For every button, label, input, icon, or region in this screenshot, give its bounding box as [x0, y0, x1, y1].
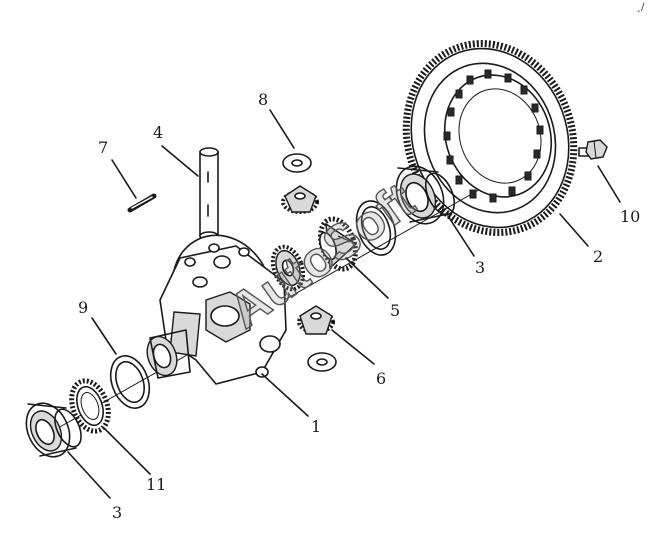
leader-2 [559, 213, 589, 247]
leader-4 [161, 145, 199, 177]
drive-gear [69, 378, 111, 434]
callout-3-left: 3 [112, 503, 122, 522]
pinion-gear-bottom [297, 305, 335, 335]
ring-gear-bolt [578, 139, 608, 160]
callout-11: 11 [146, 475, 166, 494]
side-gear [318, 216, 358, 272]
leader-11 [103, 427, 151, 475]
callout-5: 5 [390, 301, 400, 320]
differential-case [146, 234, 287, 385]
thrust-washer-left [109, 355, 151, 409]
leader-3-left [67, 451, 111, 499]
bearing-left [25, 402, 82, 458]
ring-gear [402, 40, 578, 236]
leader-8 [269, 109, 295, 149]
callout-7: 7 [98, 138, 108, 157]
leader-1 [261, 373, 309, 417]
callout-9: 9 [78, 298, 88, 317]
leader-3-right [447, 215, 475, 257]
callout-10: 10 [620, 207, 640, 226]
lock-pin [127, 193, 157, 213]
thrust-washer-right [355, 200, 397, 256]
pinion-shaft [199, 147, 219, 241]
callout-6: 6 [376, 369, 386, 388]
callout-1: 1 [311, 417, 321, 436]
callout-4: 4 [153, 123, 163, 142]
leader-10 [597, 165, 621, 203]
corner-mark: ¸∕ [636, 2, 645, 13]
callout-3-right: 3 [475, 258, 485, 277]
side-gear-left [270, 244, 306, 292]
leader-5 [345, 257, 389, 299]
pinion-gear-top [281, 185, 319, 214]
callout-labels: 1 2 3 3 4 5 6 7 8 9 10 11 [78, 90, 640, 522]
leader-6 [331, 329, 375, 365]
leader-9 [91, 317, 117, 355]
leader-7 [111, 159, 137, 199]
leader-lines [67, 109, 621, 499]
pinion-washer-top [282, 153, 312, 173]
bearing-right [395, 165, 456, 225]
callout-8: 8 [258, 90, 268, 109]
pinion-washer-bottom [307, 352, 337, 372]
callout-2: 2 [593, 247, 603, 266]
